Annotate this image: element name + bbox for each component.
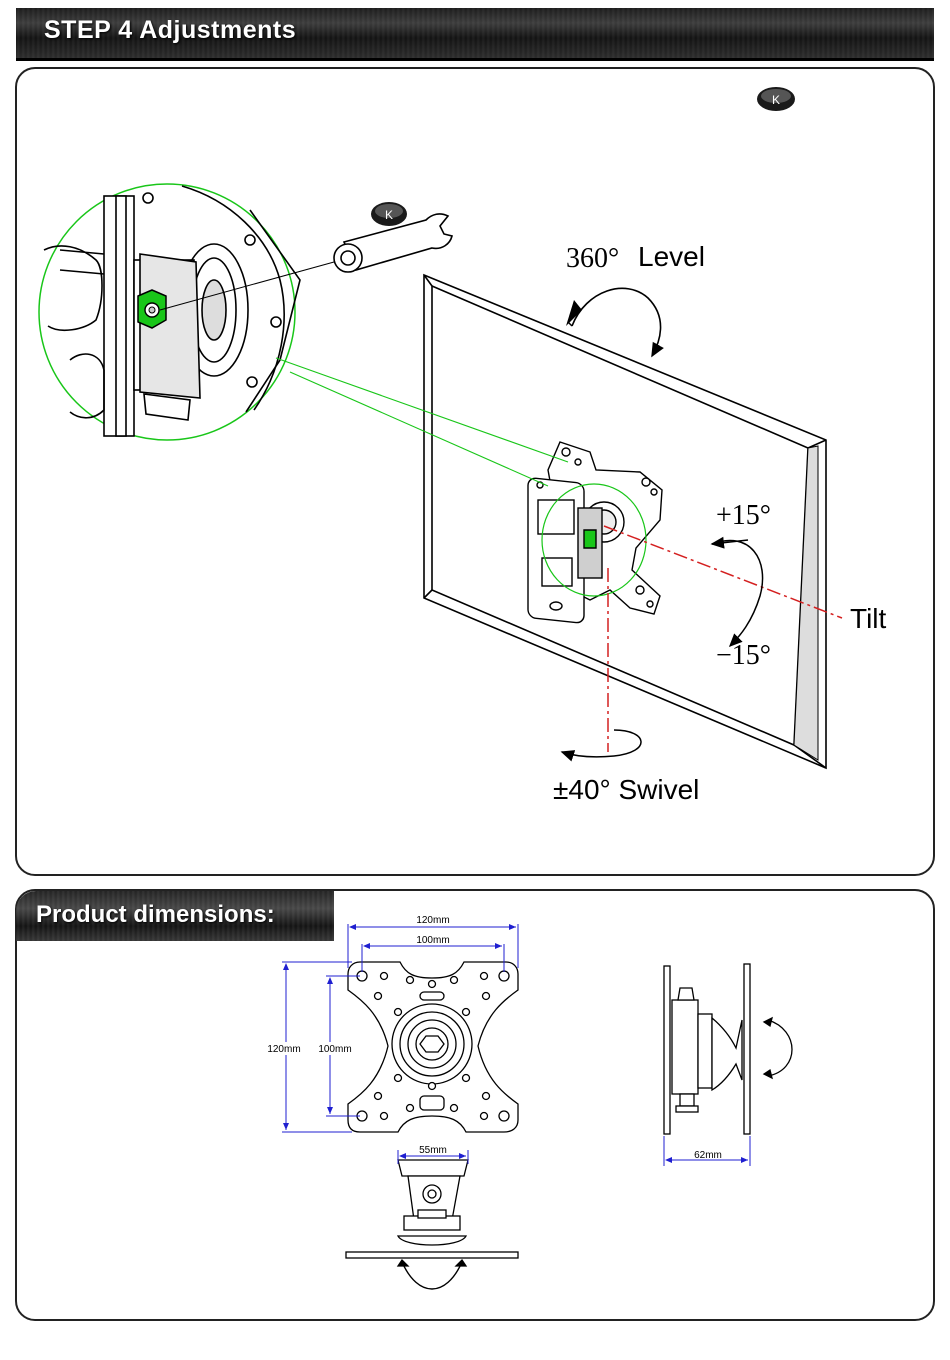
rotation-label: 360° Level (566, 241, 705, 274)
tilt-down-label: −15° (716, 640, 771, 671)
width-outer-label: 120mm (416, 915, 449, 926)
swivel-arrow (562, 730, 641, 757)
svg-text:360°: 360° (566, 243, 619, 274)
height-outer-label: 120mm (267, 1044, 300, 1055)
plate-bottom-view (346, 1160, 518, 1289)
wrench-badge: K (371, 202, 407, 226)
swivel-label: ±40° Swivel (553, 774, 699, 805)
svg-text:Level: Level (638, 241, 705, 272)
tool-badge: K (757, 87, 795, 111)
svg-text:K: K (772, 93, 780, 107)
svg-text:K: K (385, 208, 393, 222)
plate-front-view (348, 962, 518, 1132)
tilt-label: Tilt (850, 603, 887, 634)
plate-side-view (664, 964, 792, 1134)
width-inner-label: 100mm (416, 935, 449, 946)
arm-width-label: 55mm (419, 1145, 447, 1156)
detail-magnifier (39, 184, 300, 440)
tilt-up-label: +15° (716, 500, 771, 531)
height-inner-label: 100mm (318, 1044, 351, 1055)
depth-label: 62mm (694, 1150, 722, 1161)
